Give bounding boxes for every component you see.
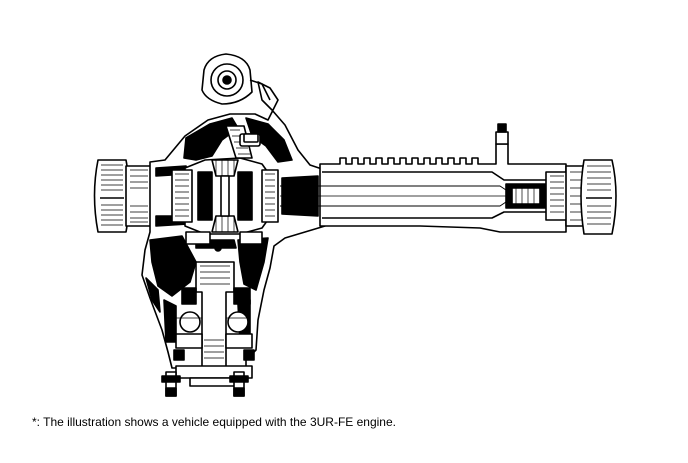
axle-tube <box>280 123 567 233</box>
breather-plug <box>201 53 271 105</box>
left-axle-flange <box>93 159 153 233</box>
differential-case <box>171 125 279 245</box>
companion-flange <box>161 365 253 397</box>
drive-pinion <box>173 261 255 371</box>
right-bearing-section <box>505 165 587 227</box>
illustration-footnote: *: The illustration shows a vehicle equi… <box>32 415 396 429</box>
right-axle-flange <box>580 159 617 235</box>
housing-bolts <box>214 133 266 254</box>
